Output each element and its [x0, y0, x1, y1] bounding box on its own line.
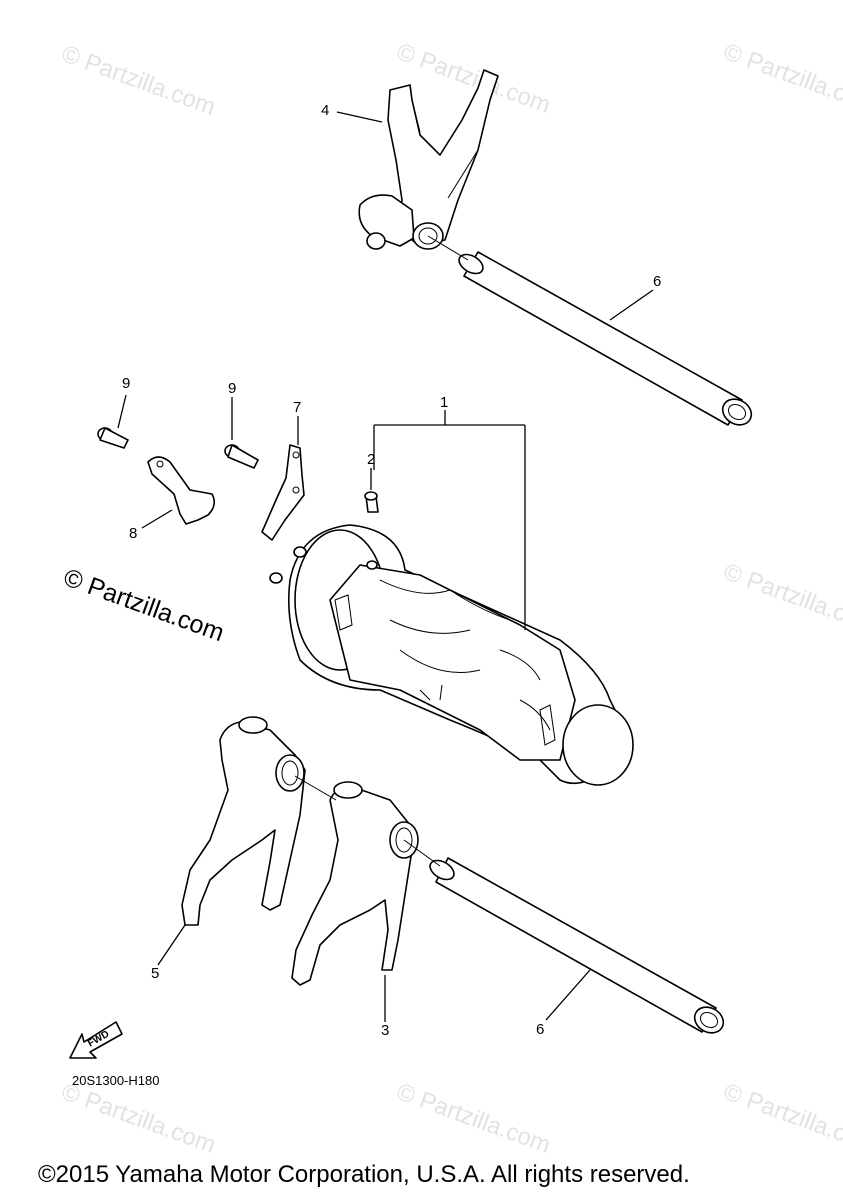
shift-drum-1: [269, 524, 634, 786]
leader-lines: [117, 111, 654, 1022]
callout-1: 1: [440, 394, 448, 411]
watermark-large: © Partzilla.com: [60, 563, 228, 647]
shift-fork-4: [358, 69, 499, 250]
watermark: © Partzilla.com: [393, 1078, 554, 1159]
pin-2: [364, 491, 379, 513]
stopper-plate-7: [261, 444, 305, 541]
callout-3: 3: [381, 1022, 389, 1039]
shift-fork-3: [291, 781, 419, 986]
fwd-arrow-icon: FWD: [69, 1021, 123, 1059]
shift-fork-5: [181, 716, 306, 926]
screw-9-right: [224, 444, 259, 469]
screw-9-left: [97, 427, 129, 449]
diagram-code: 20S1300-H180: [72, 1073, 160, 1088]
callout-9: 9: [228, 380, 236, 397]
callout-6: 6: [536, 1021, 544, 1038]
watermark: © Partzilla.com: [720, 1078, 843, 1159]
shift-shaft-6-lower: [294, 775, 725, 1034]
callout-7: 7: [293, 399, 301, 416]
watermark: © Partzilla.com: [720, 38, 843, 119]
watermark: © Partzilla.com: [58, 40, 219, 121]
callout-8: 8: [129, 525, 137, 542]
watermark: © Partzilla.com: [720, 558, 843, 639]
callout-6: 6: [653, 273, 661, 290]
shift-shaft-6-upper: [427, 235, 753, 426]
callout-4: 4: [321, 102, 329, 119]
callout-5: 5: [151, 965, 159, 982]
copyright-notice: ©2015 Yamaha Motor Corporation, U.S.A. A…: [38, 1161, 690, 1188]
callout-2: 2: [367, 451, 375, 468]
stopper-plate-8: [147, 456, 216, 525]
callout-9: 9: [122, 375, 130, 392]
watermark: © Partzilla.com: [58, 1078, 219, 1159]
